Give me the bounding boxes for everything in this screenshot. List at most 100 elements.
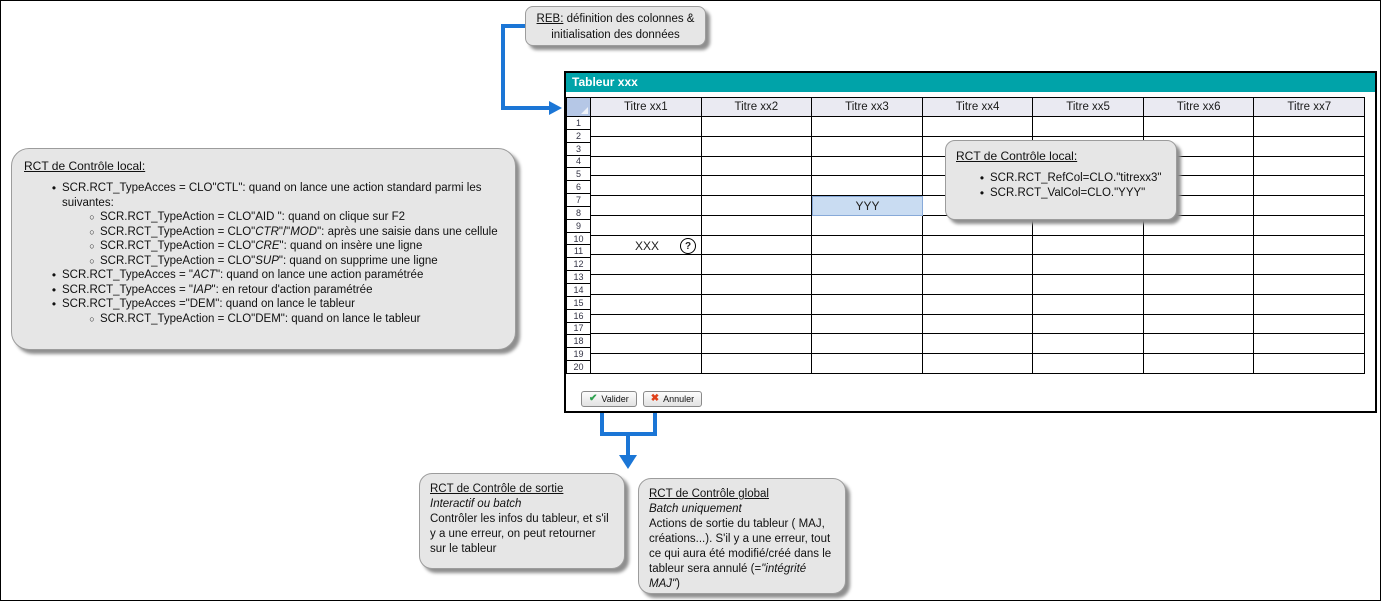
row-number[interactable]: 9 <box>567 219 591 233</box>
column-header[interactable]: Titre xx4 <box>922 97 1034 117</box>
grid-cell[interactable] <box>591 334 702 355</box>
grid-cell[interactable] <box>812 354 923 374</box>
row-number[interactable]: 12 <box>567 258 591 272</box>
grid-cell[interactable] <box>1254 117 1365 137</box>
grid-cell[interactable] <box>922 314 1034 335</box>
grid-cell[interactable] <box>591 196 702 216</box>
highlighted-cell-yyy[interactable]: YYY <box>812 196 923 216</box>
grid-cell[interactable] <box>701 136 813 157</box>
grid-cell[interactable] <box>1254 136 1365 157</box>
grid-cell[interactable] <box>701 354 813 374</box>
grid-cell[interactable] <box>1143 354 1255 374</box>
grid-cell[interactable] <box>922 255 1034 276</box>
annuler-button[interactable]: ✖ Annuler <box>642 391 703 407</box>
grid-cell[interactable] <box>1254 294 1365 315</box>
grid-cell[interactable] <box>591 235 702 256</box>
grid-cell[interactable] <box>1033 354 1144 374</box>
column-header[interactable]: Titre xx6 <box>1143 97 1255 117</box>
grid-cell[interactable] <box>922 215 1034 236</box>
grid-cell[interactable] <box>701 196 813 216</box>
grid-cell[interactable] <box>701 275 813 295</box>
grid-cell[interactable] <box>812 136 923 157</box>
grid-cell[interactable] <box>701 314 813 335</box>
grid-cell[interactable] <box>591 314 702 335</box>
grid-cell[interactable] <box>922 294 1034 315</box>
column-header[interactable]: Titre xx1 <box>591 97 702 117</box>
grid-cell[interactable] <box>1143 275 1255 295</box>
grid-cell[interactable] <box>1143 117 1255 137</box>
grid-cell[interactable] <box>591 255 702 276</box>
grid-cell[interactable] <box>1254 176 1365 197</box>
grid-cell[interactable] <box>1143 235 1255 256</box>
grid-cell[interactable] <box>701 334 813 355</box>
grid-cell[interactable] <box>591 176 702 197</box>
select-all-corner-cell[interactable] <box>566 97 591 117</box>
valider-button[interactable]: ✔ Valider <box>581 391 637 407</box>
grid-cell[interactable] <box>812 235 923 256</box>
row-number[interactable]: 6 <box>567 181 591 195</box>
grid-cell[interactable] <box>812 334 923 355</box>
row-number[interactable]: 3 <box>567 142 591 156</box>
grid-cell[interactable] <box>812 294 923 315</box>
grid-cell[interactable] <box>1033 235 1144 256</box>
column-header[interactable]: Titre xx3 <box>812 97 923 117</box>
row-number[interactable]: 16 <box>567 309 591 323</box>
grid-cell[interactable] <box>812 215 923 236</box>
grid-cell[interactable] <box>922 334 1034 355</box>
row-number[interactable]: 4 <box>567 155 591 169</box>
row-number[interactable]: 15 <box>567 296 591 310</box>
grid-cell[interactable] <box>922 354 1034 374</box>
grid-cell[interactable] <box>812 255 923 276</box>
grid-cell[interactable] <box>1143 334 1255 355</box>
row-number[interactable]: 10 <box>567 232 591 246</box>
row-number[interactable]: 5 <box>567 168 591 182</box>
grid-cell[interactable] <box>1254 255 1365 276</box>
grid-cell[interactable] <box>591 136 702 157</box>
grid-cell[interactable] <box>701 235 813 256</box>
grid-cell[interactable] <box>701 294 813 315</box>
row-number[interactable]: 13 <box>567 271 591 284</box>
grid-cell[interactable] <box>1254 156 1365 177</box>
grid-cell[interactable] <box>591 294 702 315</box>
grid-cell[interactable] <box>1033 334 1144 355</box>
grid-cell[interactable] <box>591 215 702 236</box>
grid-cell[interactable] <box>1143 314 1255 335</box>
grid-cell[interactable] <box>812 275 923 295</box>
grid-cell[interactable] <box>591 275 702 295</box>
grid-cell[interactable] <box>1033 294 1144 315</box>
grid-cell[interactable] <box>922 275 1034 295</box>
row-number[interactable]: 14 <box>567 283 591 297</box>
column-header[interactable]: Titre xx7 <box>1254 97 1366 117</box>
grid-cell[interactable] <box>922 235 1034 256</box>
grid-cell[interactable] <box>1033 314 1144 335</box>
grid-cell[interactable] <box>1254 215 1365 236</box>
grid-cell[interactable] <box>1254 314 1365 335</box>
row-number[interactable]: 7 <box>567 194 591 207</box>
row-number[interactable]: 1 <box>567 117 591 130</box>
row-number[interactable]: 19 <box>567 348 591 362</box>
grid-cell[interactable] <box>1143 215 1255 236</box>
column-header[interactable]: Titre xx2 <box>701 97 813 117</box>
column-header[interactable]: Titre xx5 <box>1033 97 1144 117</box>
grid-cell[interactable] <box>701 176 813 197</box>
grid-cell[interactable] <box>812 156 923 177</box>
grid-cell[interactable] <box>1143 294 1255 315</box>
row-number[interactable]: 8 <box>567 206 591 220</box>
grid-cell[interactable] <box>701 255 813 276</box>
grid-cell[interactable] <box>701 156 813 177</box>
grid-cell[interactable] <box>1033 117 1144 137</box>
grid-cell[interactable] <box>1254 275 1365 295</box>
cell-xxx[interactable]: XXX ? <box>592 236 702 256</box>
grid-cell[interactable] <box>591 156 702 177</box>
grid-cell[interactable] <box>591 117 702 137</box>
row-number[interactable]: 17 <box>567 322 591 336</box>
grid-cell[interactable] <box>701 215 813 236</box>
row-number[interactable]: 2 <box>567 129 591 143</box>
grid-cell[interactable] <box>1143 255 1255 276</box>
grid-cell[interactable] <box>1254 354 1365 374</box>
grid-cell[interactable] <box>812 176 923 197</box>
grid-cell[interactable] <box>812 117 923 137</box>
grid-cell[interactable] <box>1254 196 1365 216</box>
row-number[interactable]: 11 <box>567 245 591 259</box>
grid-cell[interactable] <box>1033 275 1144 295</box>
